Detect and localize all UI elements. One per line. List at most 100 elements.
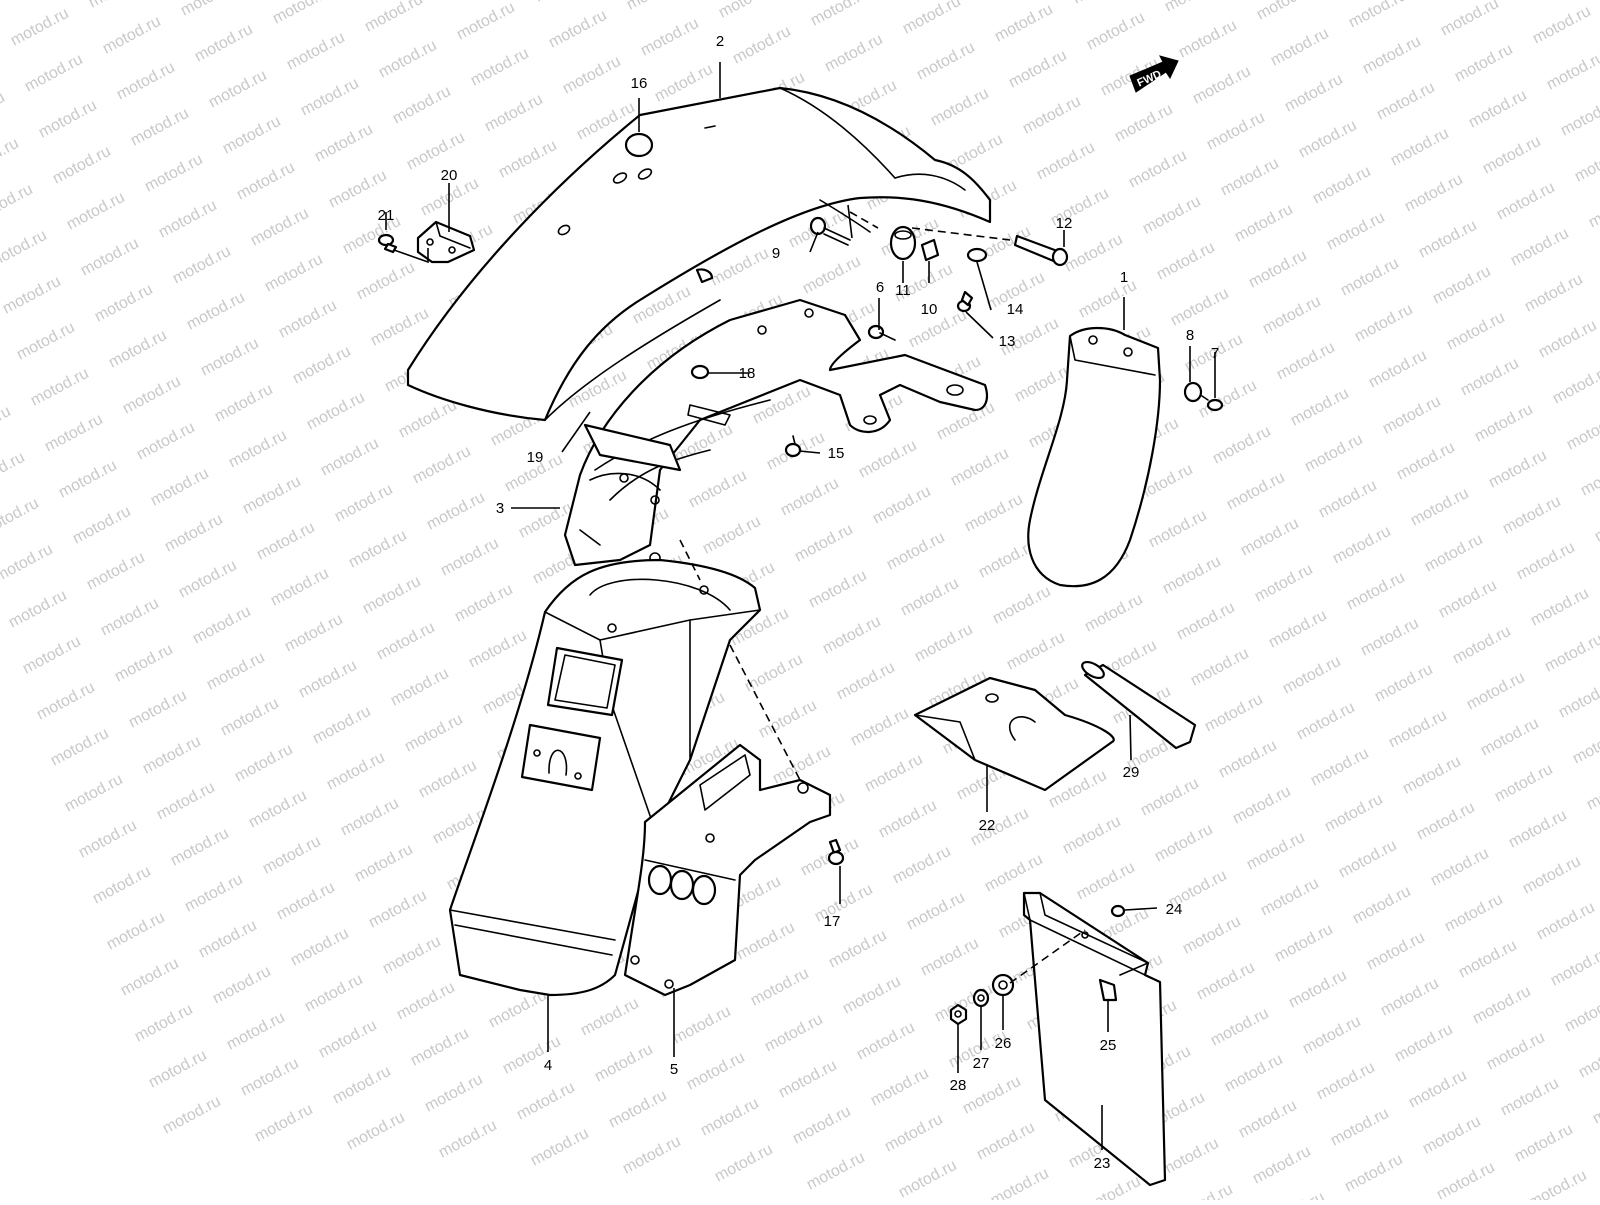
watermark-text: motod.ru (1436, 577, 1500, 622)
watermark-text: motod.ru (1352, 301, 1416, 346)
watermark-text: motod.ru (274, 879, 338, 924)
watermark-text: motod.ru (326, 167, 390, 212)
watermark-text: motod.ru (1266, 607, 1330, 652)
watermark-text: motod.ru (1360, 33, 1424, 78)
watermark-text: motod.ru (1514, 539, 1578, 584)
callout-7: 7 (1211, 345, 1219, 362)
watermark-text: motod.ru (1158, 1135, 1222, 1180)
watermark-text: motod.ru (6, 587, 70, 632)
watermark-text: motod.ru (960, 1073, 1024, 1118)
watermark-text: motod.ru (1328, 1105, 1392, 1150)
watermark-text: motod.ru (28, 365, 92, 410)
watermark-text: motod.ru (948, 445, 1012, 490)
watermark-text: motod.ru (1584, 769, 1600, 814)
callout-16: 16 (631, 75, 648, 92)
bolt-part-6 (869, 326, 895, 340)
watermark-text: motod.ru (1070, 0, 1134, 8)
watermark-text: motod.ru (1556, 677, 1600, 722)
watermark-text: motod.ru (1232, 201, 1296, 246)
watermark-text: motod.ru (452, 581, 516, 626)
watermark-text: motod.ru (1578, 455, 1600, 500)
callout-11: 11 (895, 282, 911, 299)
watermark-text: motod.ru (1154, 239, 1218, 284)
watermark-text: motod.ru (748, 965, 812, 1010)
watermark-text: motod.ru (118, 955, 182, 1000)
watermark-text: motod.ru (1060, 813, 1124, 858)
watermark-text: motod.ru (1222, 1051, 1286, 1096)
callout-17: 17 (824, 913, 841, 930)
bolt-part-21 (379, 235, 396, 252)
watermark-text: motod.ru (1520, 853, 1584, 898)
watermark-text: motod.ru (204, 649, 268, 694)
watermark-text: motod.ru (380, 933, 444, 978)
watermark-text: motod.ru (962, 491, 1026, 536)
watermark-text: motod.ru (1350, 883, 1414, 928)
watermark-text: motod.ru (1508, 225, 1572, 270)
bolt-part-13 (958, 292, 972, 311)
callout-21: 21 (378, 207, 395, 224)
watermark-text: motod.ru (196, 917, 260, 962)
watermark-text: motod.ru (1456, 937, 1520, 982)
watermark-text: motod.ru (1280, 653, 1344, 698)
watermark-text: motod.ru (1216, 737, 1280, 782)
watermark-text: motod.ru (276, 297, 340, 342)
watermark-text: motod.ru (1268, 25, 1332, 70)
watermark-text: motod.ru (284, 29, 348, 74)
watermark-text: motod.ru (1478, 715, 1542, 760)
watermark-text: motod.ru (500, 1033, 564, 1078)
watermark-text: motod.ru (224, 1009, 288, 1054)
watermark-text: motod.ru (1208, 1005, 1272, 1050)
watermark-text: motod.ru (820, 613, 884, 658)
watermark-text: motod.ru (900, 0, 964, 38)
watermark-text: motod.ru (1238, 515, 1302, 560)
watermark-text: motod.ru (1190, 63, 1254, 108)
watermark-text: motod.ru (1548, 945, 1600, 990)
watermark-text: motod.ru (734, 919, 798, 964)
callout-14: 14 (1007, 301, 1024, 318)
watermark-text: motod.ru (546, 7, 610, 52)
watermark-text: motod.ru (466, 627, 530, 672)
watermark-text: motod.ru (162, 511, 226, 556)
watermark-text: motod.ru (624, 0, 688, 14)
watermark-text: motod.ru (1494, 179, 1558, 224)
watermark-text: motod.ru (982, 851, 1046, 896)
watermark-text: motod.ru (1160, 553, 1224, 598)
watermark-text: motod.ru (1082, 591, 1146, 636)
watermark-text: motod.ru (1006, 47, 1070, 92)
watermark-text: motod.ru (402, 711, 466, 756)
watermark-text: motod.ru (288, 925, 352, 970)
watermark-text: motod.ru (282, 611, 346, 656)
watermark-text: motod.ru (1004, 629, 1068, 674)
watermark-text: motod.ru (34, 679, 98, 724)
watermark-text: motod.ru (1380, 393, 1444, 438)
watermark-text: motod.ru (410, 443, 474, 488)
washer-part-27 (974, 990, 988, 1006)
watermark-text: motod.ru (928, 85, 992, 130)
watermark-text: motod.ru (192, 21, 256, 66)
watermark-text: motod.ru (142, 151, 206, 196)
watermark-text: motod.ru (1254, 0, 1318, 24)
watermark-text: motod.ru (1294, 699, 1358, 744)
watermark-text: motod.ru (1364, 929, 1428, 974)
nut-part-28 (951, 1005, 966, 1024)
watermark-text: motod.ru (1458, 355, 1522, 400)
callout-13: 13 (999, 333, 1016, 350)
watermark-text: motod.ru (330, 1063, 394, 1108)
watermark-text: motod.ru (1172, 1181, 1236, 1200)
watermark-text: motod.ru (712, 1141, 776, 1186)
watermark-text: motod.ru (482, 91, 546, 136)
watermark-text: motod.ru (1512, 1121, 1576, 1166)
callout-6: 6 (876, 279, 884, 296)
watermark-text: motod.ru (234, 159, 298, 204)
watermark-text: motod.ru (422, 1071, 486, 1116)
watermark-text: motod.ru (578, 995, 642, 1040)
watermark-text: motod.ru (514, 1079, 578, 1124)
watermark-text: motod.ru (1246, 247, 1310, 292)
watermark-text: motod.ru (156, 197, 220, 242)
watermark-text: motod.ru (1428, 845, 1492, 890)
watermark-text: motod.ru (42, 411, 106, 456)
callout-29: 29 (1123, 764, 1140, 781)
callout-4: 4 (544, 1057, 552, 1074)
watermark-text: motod.ru (884, 529, 948, 574)
callout-9: 9 (772, 245, 780, 262)
